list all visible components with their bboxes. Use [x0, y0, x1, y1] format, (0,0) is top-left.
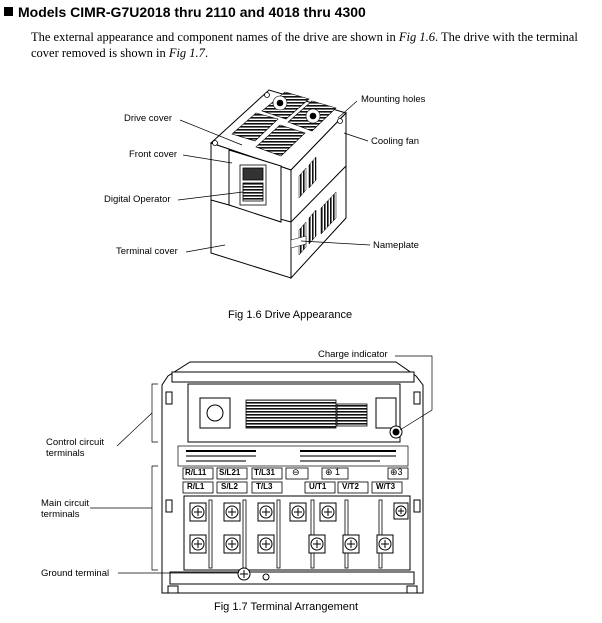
label-drive-cover: Drive cover [124, 113, 173, 124]
plate-label: U/T1 [309, 482, 327, 491]
label-digital-operator: Digital Operator [104, 194, 171, 205]
plate-label: ⊕ 1 [325, 467, 341, 477]
label-control-circuit-2: terminals [46, 448, 85, 459]
side-vent-1 [298, 167, 307, 199]
side-vent-4 [308, 209, 317, 245]
plate-label: W/T3 [376, 482, 396, 491]
side-vent-2 [308, 156, 317, 189]
main-terminal-screws-row2 [189, 534, 394, 554]
label-terminal-cover: Terminal cover [116, 246, 178, 257]
plate-label: R/L11 [185, 468, 207, 477]
section-heading: Models CIMR-G7U2018 thru 2110 and 4018 t… [4, 4, 366, 20]
label-mounting-holes: Mounting holes [361, 94, 426, 105]
label-charge-indicator: Charge indicator [318, 349, 388, 360]
section-title: Models CIMR-G7U2018 thru 2110 and 4018 t… [18, 4, 366, 20]
fig-1-6-reference: Fig 1.6 [398, 30, 436, 44]
top-vent-3 [255, 124, 306, 157]
plate-label: S/L21 [219, 468, 241, 477]
label-main-circuit-1: Main circuit [41, 498, 90, 509]
side-vent-5 [320, 191, 337, 235]
label-front-cover: Front cover [129, 149, 178, 160]
intro-paragraph: The external appearance and component na… [31, 30, 578, 60]
plate-label: V/T2 [342, 482, 359, 491]
mounting-hole-1 [337, 118, 343, 124]
label-cooling-fan: Cooling fan [371, 136, 420, 147]
plate-label: ⊖ [292, 467, 300, 477]
plate-label: T/L3 [256, 482, 273, 491]
label-main-circuit-2: terminals [41, 509, 80, 520]
figure-1-7-caption: Fig 1.7 Terminal Arrangement [214, 601, 359, 613]
plate-label: T/L31 [254, 468, 275, 477]
top-vent-1 [231, 112, 279, 142]
label-ground-terminal: Ground terminal [41, 568, 110, 579]
plate-label: S/L2 [221, 482, 238, 491]
plate-label: ⊕3 [390, 467, 403, 477]
control-terminal-block [245, 399, 337, 429]
figure-1-6-caption: Fig 1.6 Drive Appearance [228, 309, 353, 321]
mounting-hole-3 [212, 140, 218, 146]
main-terminal-screws-row1 [189, 502, 409, 522]
label-control-circuit-1: Control circuit [46, 437, 105, 448]
terminal-arrangement-illustration [161, 361, 424, 594]
bullet-square-icon [4, 7, 13, 16]
plate-label: R/L1 [187, 482, 205, 491]
fig-1-7-reference: Fig 1.7 [168, 46, 205, 60]
label-nameplate: Nameplate [373, 240, 419, 251]
nameplate [290, 235, 307, 249]
mounting-hole-2 [264, 92, 270, 98]
